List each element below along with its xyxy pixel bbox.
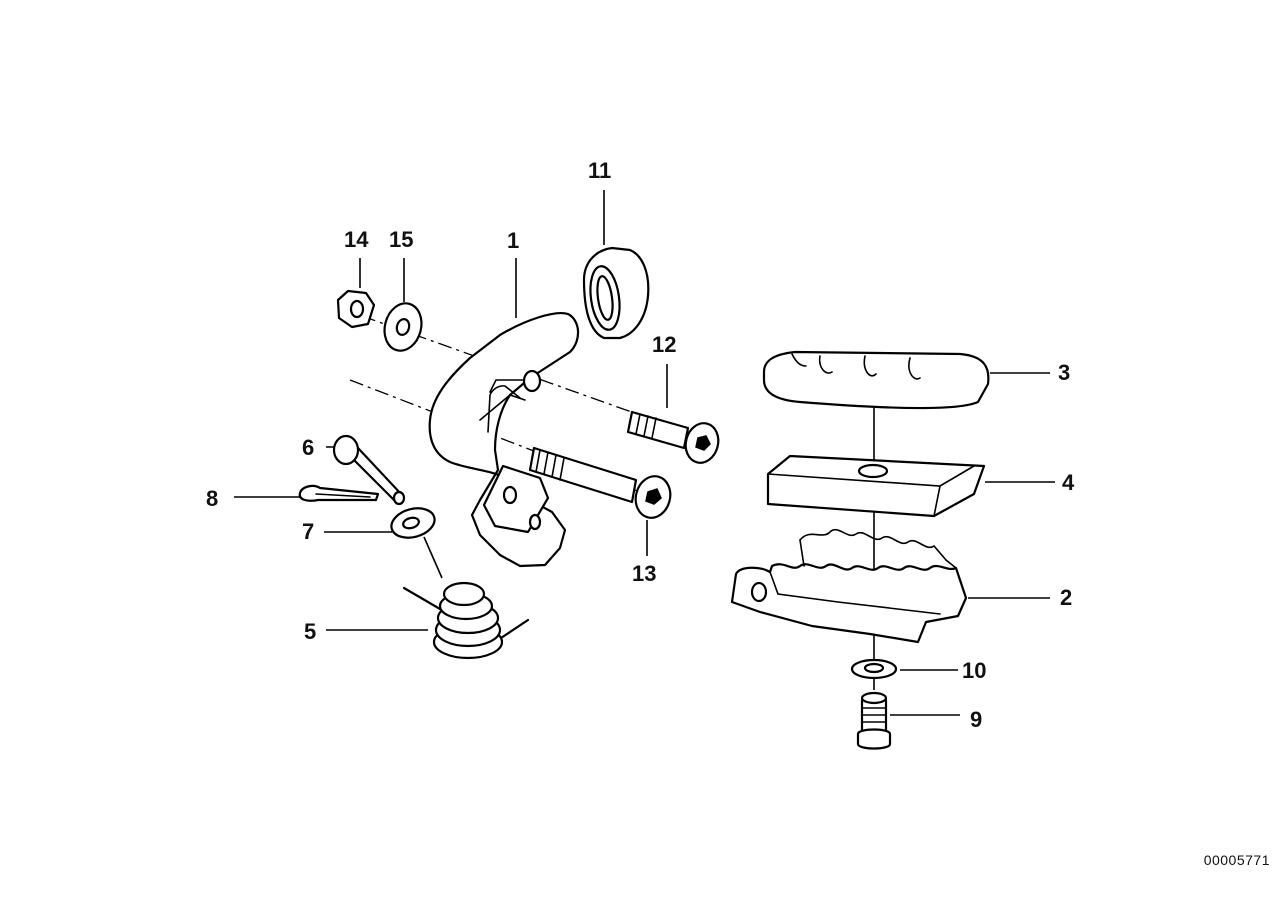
washer-15 bbox=[383, 302, 423, 352]
rubber-pad-3 bbox=[762, 350, 990, 410]
callout-10: 10 bbox=[962, 658, 987, 683]
callout-2: 2 bbox=[1060, 585, 1073, 610]
footrest-bracket-1 bbox=[428, 312, 580, 568]
callout-13: 13 bbox=[632, 561, 657, 586]
rubber-bumper-11 bbox=[582, 246, 650, 340]
callout-12: 12 bbox=[652, 332, 677, 357]
callout-14: 14 bbox=[344, 227, 369, 252]
pin-6 bbox=[332, 434, 406, 506]
callout-9: 9 bbox=[970, 707, 983, 732]
callout-11: 11 bbox=[588, 158, 612, 183]
plate-4 bbox=[766, 454, 986, 518]
cap-screw-13 bbox=[528, 446, 672, 519]
callout-1: 1 bbox=[507, 228, 520, 253]
callout-15: 15 bbox=[389, 227, 414, 252]
washer-7 bbox=[390, 507, 436, 539]
callout-4: 4 bbox=[1062, 470, 1075, 495]
torsion-spring-5 bbox=[402, 581, 530, 660]
callout-8: 8 bbox=[206, 486, 219, 511]
callout-6: 6 bbox=[302, 435, 315, 460]
hex-nut-14 bbox=[336, 289, 376, 329]
footrest-peg-2 bbox=[730, 528, 968, 644]
leader-lines bbox=[234, 190, 1055, 716]
diagram-id-label: 00005771 bbox=[1203, 852, 1270, 868]
callout-3: 3 bbox=[1058, 360, 1071, 385]
callout-5: 5 bbox=[304, 619, 317, 644]
cap-screw-12 bbox=[626, 410, 720, 464]
callout-7: 7 bbox=[302, 519, 315, 544]
washer-10 bbox=[850, 658, 898, 680]
leader-7-to-5 bbox=[423, 536, 443, 579]
cotter-pin-8 bbox=[298, 484, 380, 502]
screw-9 bbox=[856, 691, 892, 750]
